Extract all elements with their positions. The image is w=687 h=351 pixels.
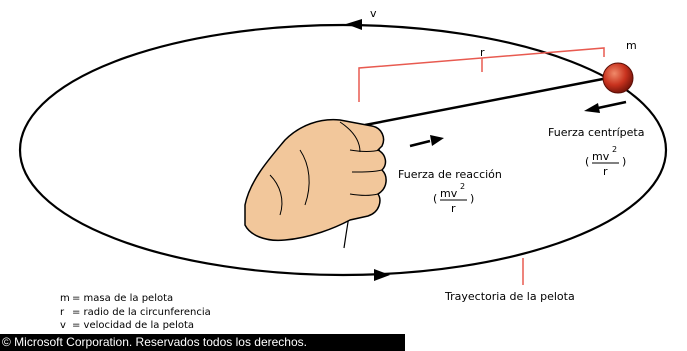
mass-label: m xyxy=(626,39,637,52)
velocity-arrow-top xyxy=(346,19,362,30)
trajectory-label: Trayectoria de la pelota xyxy=(444,290,575,303)
reaction-force-arrow-head xyxy=(430,135,444,146)
svg-text:(: ( xyxy=(585,155,589,168)
legend: m = masa de la pelota r = radio de la ci… xyxy=(60,293,211,331)
legend-symbol-r: r xyxy=(60,307,65,318)
reaction-formula: ( mv 2 r ) xyxy=(433,182,474,215)
svg-text:): ) xyxy=(470,192,474,205)
svg-text:mv: mv xyxy=(440,187,458,200)
ball xyxy=(603,63,633,93)
centripetal-formula: ( mv 2 r ) xyxy=(585,145,626,178)
legend-symbol-m: m xyxy=(60,293,70,304)
legend-definition-m: = masa de la pelota xyxy=(72,293,173,304)
svg-text:mv: mv xyxy=(592,150,610,163)
legend-definition-v: = velocidad de la pelota xyxy=(72,320,194,331)
legend-symbol-v: v xyxy=(60,320,66,331)
svg-text:r: r xyxy=(603,165,608,178)
legend-definition-r: = radio de la circunferencia xyxy=(72,307,211,318)
centripetal-force-label: Fuerza centrípeta xyxy=(548,126,644,139)
reaction-force-label: Fuerza de reacción xyxy=(398,168,502,181)
reaction-force-arrow-shaft xyxy=(410,141,430,146)
svg-text:2: 2 xyxy=(460,182,465,191)
hand-illustration xyxy=(245,120,386,241)
svg-text:): ) xyxy=(622,155,626,168)
centripetal-force-arrow-shaft xyxy=(598,102,626,108)
svg-text:r: r xyxy=(451,202,456,215)
radius-label: r xyxy=(480,46,485,59)
velocity-label: v xyxy=(370,7,377,20)
svg-text:2: 2 xyxy=(612,145,617,154)
centripetal-force-arrow-head xyxy=(584,103,600,113)
svg-text:(: ( xyxy=(433,192,437,205)
copyright-notice: © Microsoft Corporation. Reservados todo… xyxy=(0,334,405,351)
string xyxy=(365,78,608,125)
velocity-arrow-bottom xyxy=(374,269,390,281)
